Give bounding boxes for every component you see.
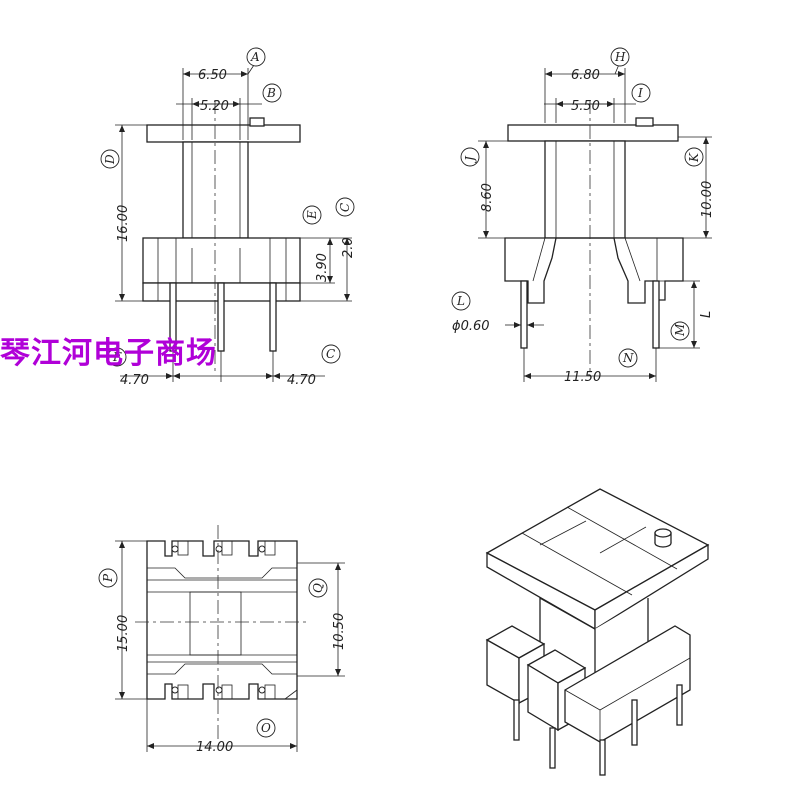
label-i: I (637, 86, 643, 100)
dim-left: 4.70 (120, 373, 149, 388)
dim-pin: ϕ0.60 (452, 319, 490, 334)
label-l: L (456, 294, 465, 308)
label-k: K (687, 152, 701, 163)
side-top-flange (507, 124, 679, 142)
dim-height: 16.00 (116, 205, 131, 242)
front-peg (249, 117, 265, 127)
front-pin-right (269, 282, 277, 352)
label-a: A (250, 50, 260, 64)
dim-p: 15.00 (116, 615, 131, 652)
label-e: E (305, 210, 319, 220)
front-view: 6.50 A 5.20 B 16.00 D 3.90 2.0 E C (100, 47, 356, 388)
dim-j: 8.60 (480, 183, 495, 212)
dim-e: 3.90 (315, 253, 330, 282)
dim-o: 14.00 (196, 740, 233, 755)
dim-h: 6.80 (571, 68, 600, 83)
front-core-body (182, 141, 249, 239)
dim-right: 4.70 (287, 373, 316, 388)
label-n: N (622, 351, 634, 365)
label-c2: C (326, 347, 335, 361)
label-o: O (261, 721, 271, 735)
label-f: F (112, 350, 122, 364)
label-d: D (103, 154, 117, 165)
label-b: B (266, 86, 276, 100)
label-q: Q (311, 583, 325, 593)
label-p: P (101, 573, 115, 583)
isometric-view (485, 488, 710, 776)
iso-bottom-block-right (564, 625, 691, 743)
front-pin-middle (217, 282, 225, 352)
front-top-flange (146, 124, 301, 143)
label-c: C (338, 203, 352, 212)
side-pin-left (520, 280, 528, 349)
side-peg (635, 117, 654, 127)
dim-i: 5.50 (571, 99, 600, 114)
dim-c: 2.0 (341, 237, 356, 258)
label-j: J (463, 155, 477, 164)
dim-q: 10.50 (332, 613, 347, 650)
side-view: 6.80 H 5.50 I 8.60 J 10.00 K L M ϕ0 (451, 47, 715, 385)
side-core-body (544, 140, 626, 239)
side-base (504, 237, 684, 304)
dim-a: 6.50 (198, 68, 227, 83)
dim-l: L (699, 311, 714, 318)
bottom-outline (146, 540, 298, 700)
front-base (142, 237, 301, 284)
dim-k: 10.00 (700, 181, 715, 218)
dim-n: 11.50 (564, 370, 601, 385)
side-pin-right (652, 280, 660, 349)
dim-b: 5.20 (200, 99, 229, 114)
bottom-view: 15.00 P 10.50 Q 14.00 O (98, 525, 347, 755)
iso-top-face (485, 488, 710, 611)
watermark-text: 琴江河电子商场 (0, 336, 217, 371)
label-m: M (673, 323, 687, 337)
label-h: H (614, 50, 626, 64)
